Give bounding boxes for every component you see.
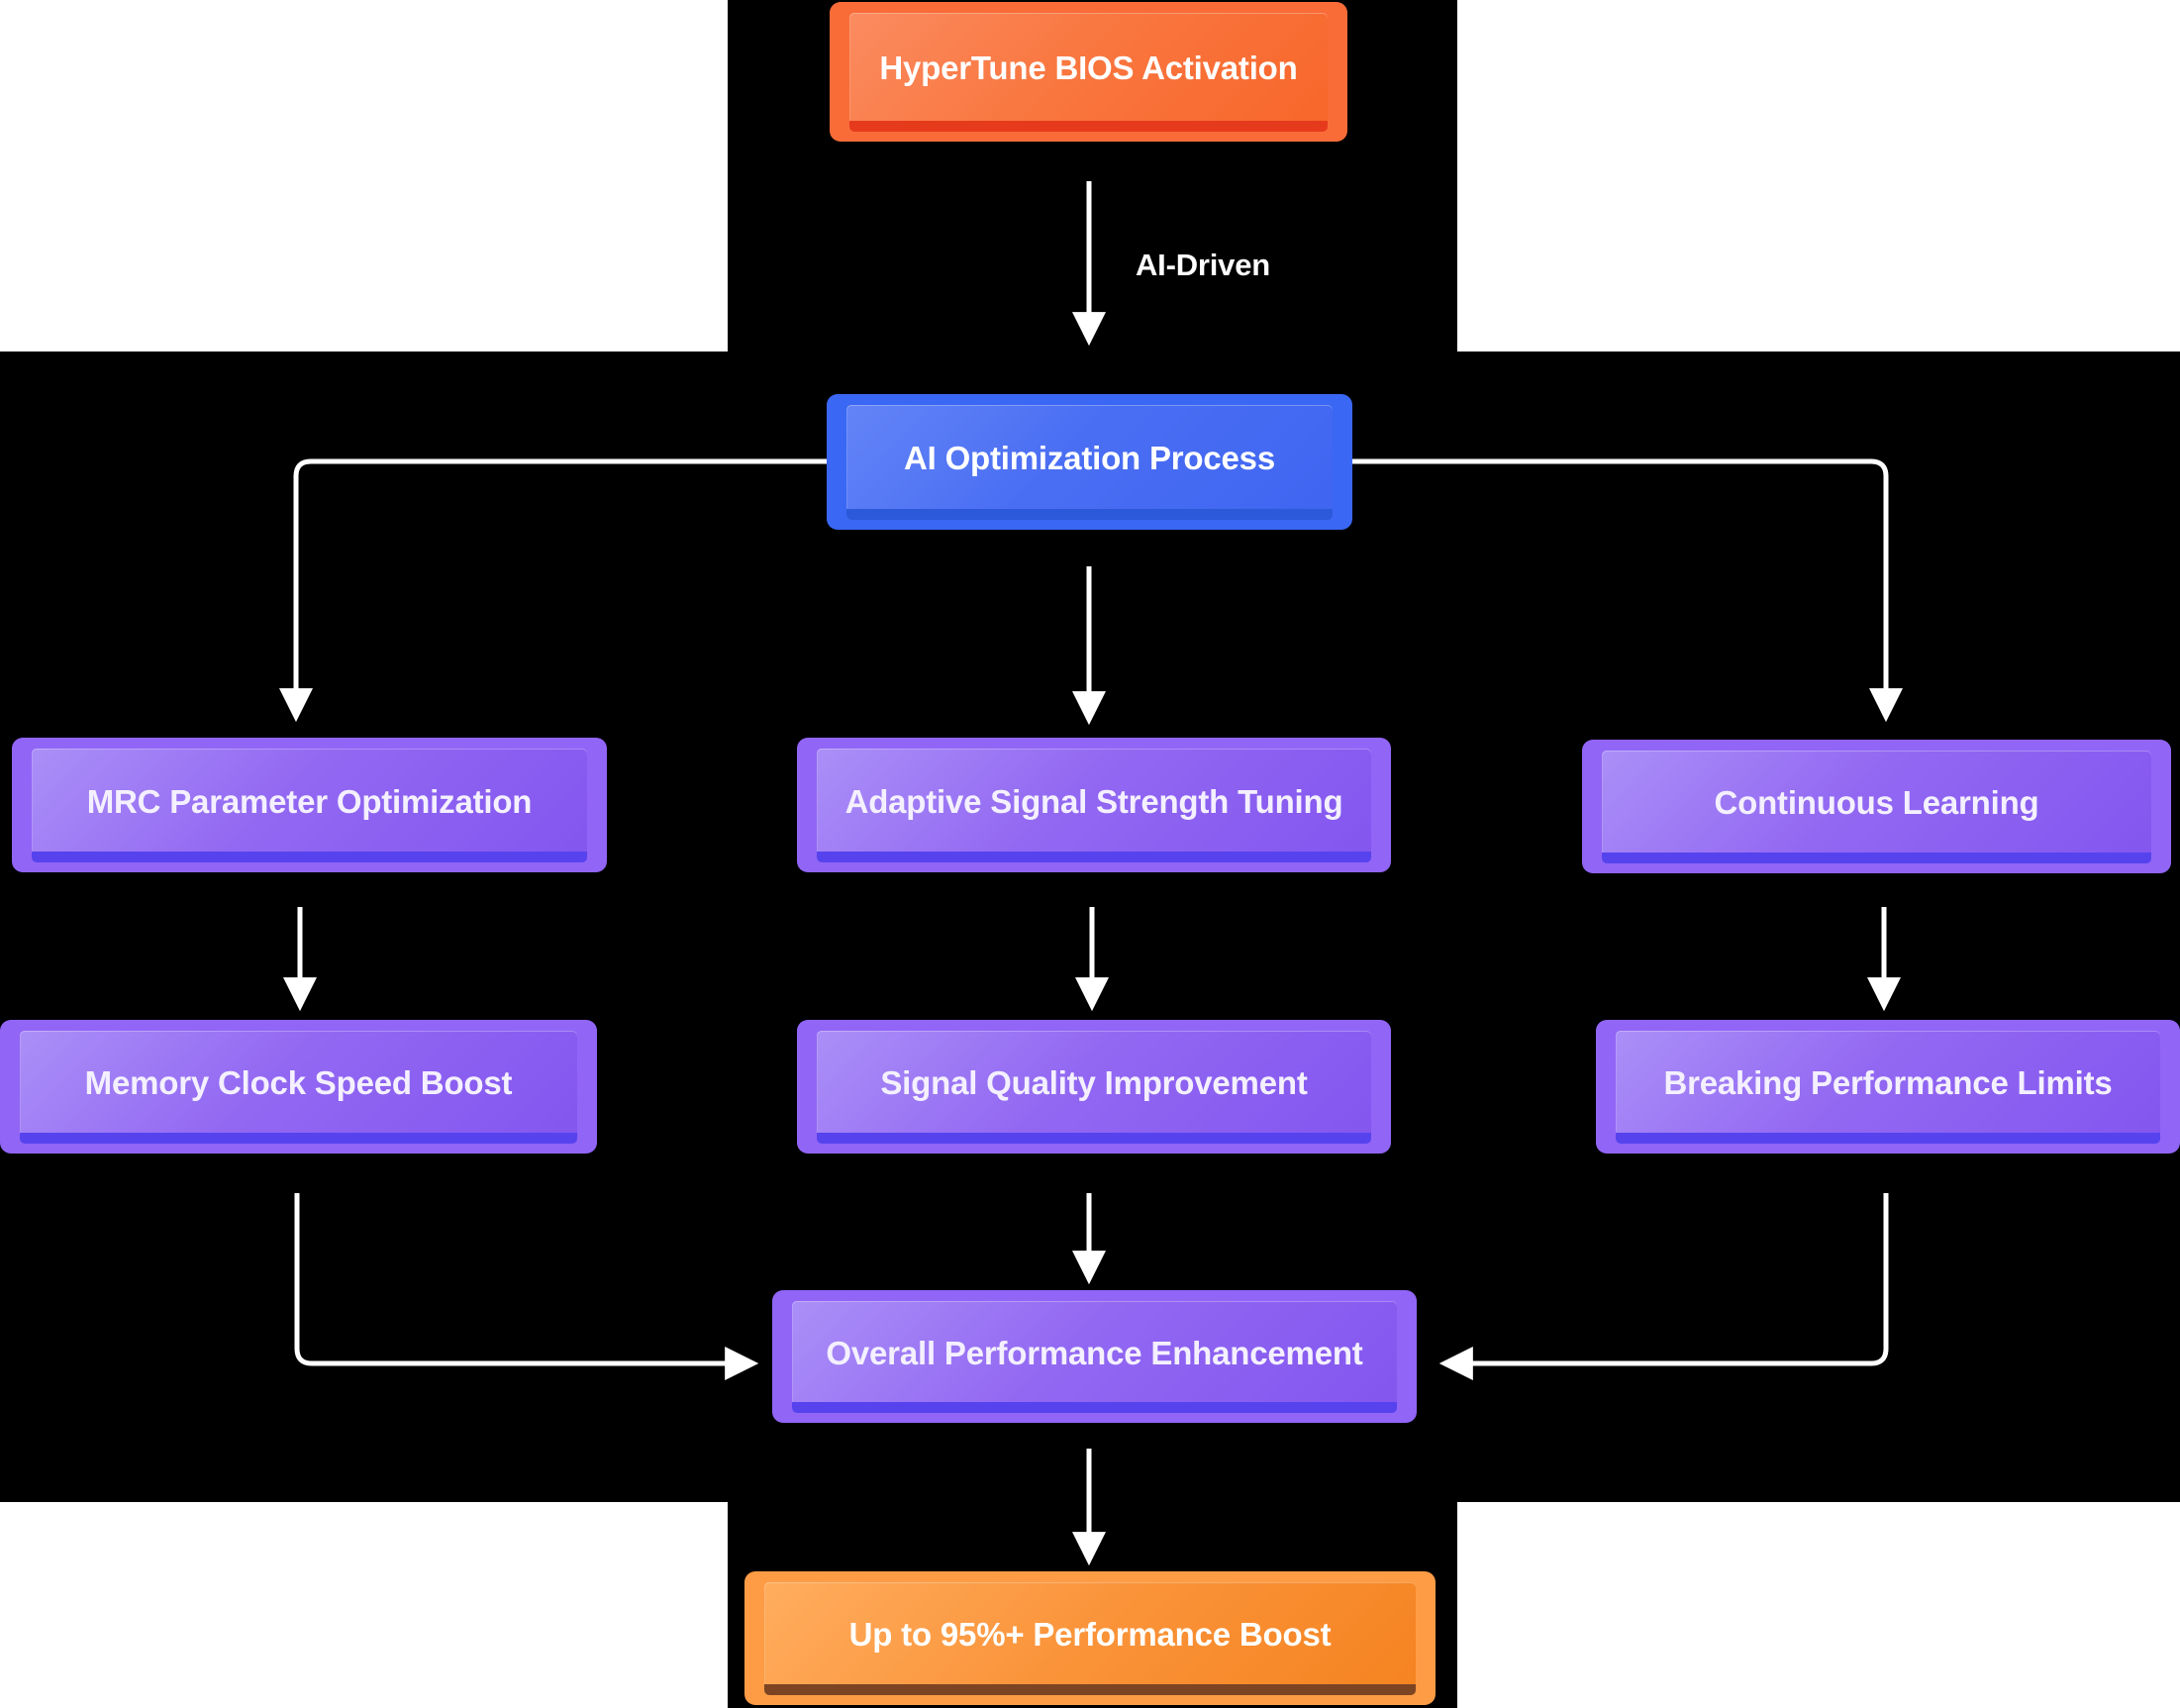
node-body: HyperTune BIOS Activation — [849, 13, 1328, 132]
edge-breaking-to-overall — [1438, 1193, 1889, 1380]
node-label: MRC Parameter Optimization — [86, 782, 533, 820]
node-label: Continuous Learning — [1714, 784, 2039, 821]
node-body: AI Optimization Process — [846, 405, 1333, 520]
node-accent-bar — [764, 1684, 1416, 1695]
node-label: Adaptive Signal Strength Tuning — [844, 782, 1343, 820]
node-hypertune-bios-activation: HyperTune BIOS Activation — [830, 2, 1347, 142]
node-accent-bar — [792, 1402, 1397, 1413]
node-adaptive-signal-strength-tuning: Adaptive Signal Strength Tuning — [797, 738, 1391, 872]
node-accent-bar — [849, 121, 1328, 132]
node-continuous-learning: Continuous Learning — [1582, 740, 2171, 873]
node-accent-bar — [1616, 1133, 2160, 1144]
edge-label-ai-driven: AI-Driven — [1136, 248, 1271, 282]
node-label: Signal Quality Improvement — [880, 1064, 1308, 1101]
node-performance-boost-result: Up to 95%+ Performance Boost — [744, 1571, 1436, 1705]
node-label: AI Optimization Process — [904, 440, 1275, 476]
node-overall-performance-enhancement: Overall Performance Enhancement — [772, 1290, 1417, 1423]
node-breaking-performance-limits: Breaking Performance Limits — [1596, 1020, 2180, 1154]
edge-ai-to-mrc — [279, 458, 827, 723]
node-accent-bar — [846, 509, 1333, 520]
node-body: Overall Performance Enhancement — [792, 1301, 1397, 1413]
node-label: Up to 95%+ Performance Boost — [848, 1616, 1332, 1653]
node-body: Adaptive Signal Strength Tuning — [817, 749, 1371, 862]
node-body: Breaking Performance Limits — [1616, 1031, 2160, 1144]
node-label: Overall Performance Enhancement — [826, 1334, 1363, 1371]
edge-ai-to-continuous — [1352, 458, 1903, 723]
node-accent-bar — [20, 1133, 577, 1144]
node-label: HyperTune BIOS Activation — [879, 50, 1298, 86]
edge-memory-to-overall — [294, 1193, 759, 1380]
node-body: Up to 95%+ Performance Boost — [764, 1582, 1416, 1695]
node-label: Breaking Performance Limits — [1663, 1064, 2113, 1101]
node-label: Memory Clock Speed Boost — [84, 1064, 513, 1101]
node-ai-optimization-process: AI Optimization Process — [827, 394, 1352, 530]
node-body: MRC Parameter Optimization — [32, 749, 587, 862]
node-accent-bar — [817, 1133, 1371, 1144]
node-memory-clock-speed-boost: Memory Clock Speed Boost — [0, 1020, 597, 1154]
node-accent-bar — [817, 852, 1371, 862]
node-body: Memory Clock Speed Boost — [20, 1031, 577, 1144]
node-mrc-parameter-optimization: MRC Parameter Optimization — [12, 738, 607, 872]
node-body: Signal Quality Improvement — [817, 1031, 1371, 1144]
node-body: Continuous Learning — [1602, 751, 2151, 863]
node-accent-bar — [1602, 853, 2151, 863]
node-accent-bar — [32, 852, 587, 862]
node-signal-quality-improvement: Signal Quality Improvement — [797, 1020, 1391, 1154]
